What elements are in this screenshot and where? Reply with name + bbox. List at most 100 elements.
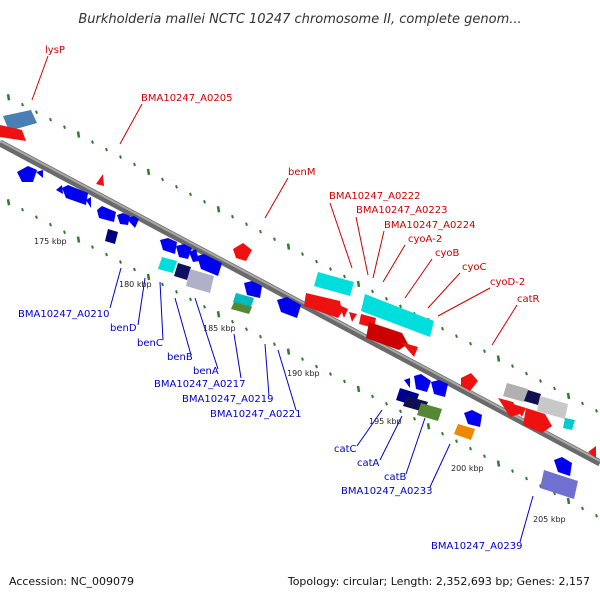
feature-reverse[interactable] — [97, 206, 116, 222]
tick-mark — [385, 402, 388, 406]
feature-forward[interactable] — [366, 322, 408, 350]
feature-reverse[interactable] — [189, 249, 199, 262]
scale-label: 200 kbp — [451, 464, 484, 473]
tick-mark — [483, 349, 486, 353]
feature-reverse[interactable] — [464, 410, 482, 427]
feature-reverse[interactable] — [174, 263, 191, 280]
feature-forward[interactable] — [339, 305, 348, 318]
feature-reverse[interactable] — [105, 229, 118, 244]
feature-forward[interactable] — [523, 408, 552, 433]
gene-label-reverse[interactable]: catB — [384, 472, 407, 483]
tick-mark — [371, 394, 374, 399]
feature-reverse[interactable] — [117, 213, 130, 225]
feature-reverse[interactable] — [126, 216, 139, 228]
feature-forward[interactable] — [3, 110, 37, 131]
gene-label-reverse[interactable]: BMA10247_A0217 — [154, 379, 245, 390]
feature-forward[interactable] — [537, 396, 568, 419]
feature-forward[interactable] — [233, 243, 252, 261]
gene-label-forward[interactable]: BMA10247_A0222 — [329, 191, 420, 202]
gene-label-forward[interactable]: cyoA-2 — [408, 234, 442, 245]
feature-reverse[interactable] — [244, 281, 262, 298]
gene-label-reverse[interactable]: benC — [137, 338, 163, 349]
gene-label-forward[interactable]: benM — [288, 167, 315, 178]
tick-mark — [259, 334, 262, 339]
gene-label-reverse[interactable]: benD — [110, 323, 137, 334]
feature-forward[interactable] — [314, 272, 354, 296]
tick-mark — [286, 348, 291, 355]
tick-mark — [133, 267, 136, 272]
feature-reverse[interactable] — [17, 166, 37, 182]
feature-forward[interactable] — [349, 312, 357, 322]
tick-mark — [105, 147, 108, 152]
gene-label-reverse[interactable]: BMA10247_A0233 — [341, 486, 432, 497]
gene-label-forward[interactable]: lysP — [45, 45, 65, 56]
tick-mark — [175, 185, 178, 189]
feature-reverse[interactable] — [158, 257, 177, 273]
tick-mark — [35, 215, 38, 220]
feature-reverse[interactable] — [233, 293, 254, 307]
feature-forward[interactable] — [461, 373, 478, 391]
gene-label-reverse[interactable]: BMA10247_A0210 — [18, 309, 109, 320]
feature-reverse[interactable] — [431, 380, 448, 397]
feature-forward[interactable] — [524, 390, 541, 405]
feature-reverse[interactable] — [417, 403, 442, 421]
feature-forward[interactable] — [401, 342, 418, 357]
feature-forward[interactable] — [588, 446, 596, 458]
tick-mark — [329, 372, 332, 376]
tick-mark — [441, 326, 444, 331]
feature-reverse[interactable] — [414, 374, 431, 392]
tick-mark — [441, 431, 444, 436]
gene-label-forward[interactable]: catR — [517, 294, 540, 305]
scale-label: 205 kbp — [533, 515, 566, 524]
reverse-gene-labels: BMA10247_A0210 benD benC benB benA BMA10… — [18, 309, 522, 552]
tick-mark — [259, 229, 262, 234]
feature-reverse[interactable] — [540, 470, 578, 499]
feature-reverse[interactable] — [62, 185, 88, 205]
tick-mark — [203, 199, 206, 204]
gene-label-reverse[interactable]: benB — [167, 352, 193, 363]
feature-reverse[interactable] — [454, 424, 475, 440]
feature-reverse[interactable] — [277, 297, 301, 318]
gene-label-reverse[interactable]: BMA10247_A0221 — [210, 409, 301, 420]
gene-label-reverse[interactable]: benA — [193, 366, 219, 377]
feature-forward[interactable] — [361, 294, 434, 337]
feature-reverse[interactable] — [176, 244, 192, 259]
chromosome-backbone-highlight — [0, 140, 600, 462]
tick-mark — [6, 94, 11, 101]
feature-forward[interactable] — [563, 418, 575, 430]
scale-label: 185 kbp — [203, 324, 236, 333]
feature-forward[interactable] — [304, 293, 342, 318]
feature-forward[interactable] — [0, 125, 26, 141]
gene-label-forward[interactable]: cyoB — [435, 248, 460, 259]
feature-forward[interactable] — [513, 404, 526, 417]
gene-label-reverse[interactable]: catA — [357, 458, 380, 469]
feature-reverse[interactable] — [86, 197, 91, 208]
tick-mark — [105, 252, 108, 257]
tick-mark — [301, 357, 304, 361]
gene-label-reverse[interactable]: BMA10247_A0239 — [431, 541, 522, 552]
feature-forward[interactable] — [498, 398, 520, 417]
gene-label-forward[interactable]: BMA10247_A0223 — [356, 205, 447, 216]
scale-label: 175 kbp — [34, 237, 67, 246]
gene-label-forward[interactable]: cyoC — [462, 262, 487, 273]
tick-mark — [455, 439, 458, 444]
gene-label-forward[interactable]: cyoD-2 — [490, 277, 525, 288]
gene-label-reverse[interactable]: catC — [334, 444, 357, 455]
gene-label-forward[interactable]: BMA10247_A0224 — [384, 220, 475, 231]
accession-text: Accession: NC_009079 — [9, 575, 134, 588]
tick-mark — [161, 282, 164, 287]
gene-label-forward[interactable]: BMA10247_A0205 — [141, 93, 232, 104]
feature-reverse[interactable] — [56, 185, 63, 194]
feature-reverse[interactable] — [404, 378, 410, 388]
feature-reverse[interactable] — [160, 238, 177, 254]
feature-forward[interactable] — [96, 174, 104, 186]
feature-reverse[interactable] — [554, 457, 572, 476]
gene-label-reverse[interactable]: BMA10247_A0219 — [182, 394, 273, 405]
feature-reverse[interactable] — [186, 269, 214, 293]
feature-reverse[interactable] — [197, 254, 222, 276]
feature-reverse[interactable] — [231, 302, 252, 314]
tick-mark — [356, 280, 361, 288]
feature-reverse[interactable] — [36, 170, 43, 178]
feature-forward[interactable] — [503, 383, 528, 402]
